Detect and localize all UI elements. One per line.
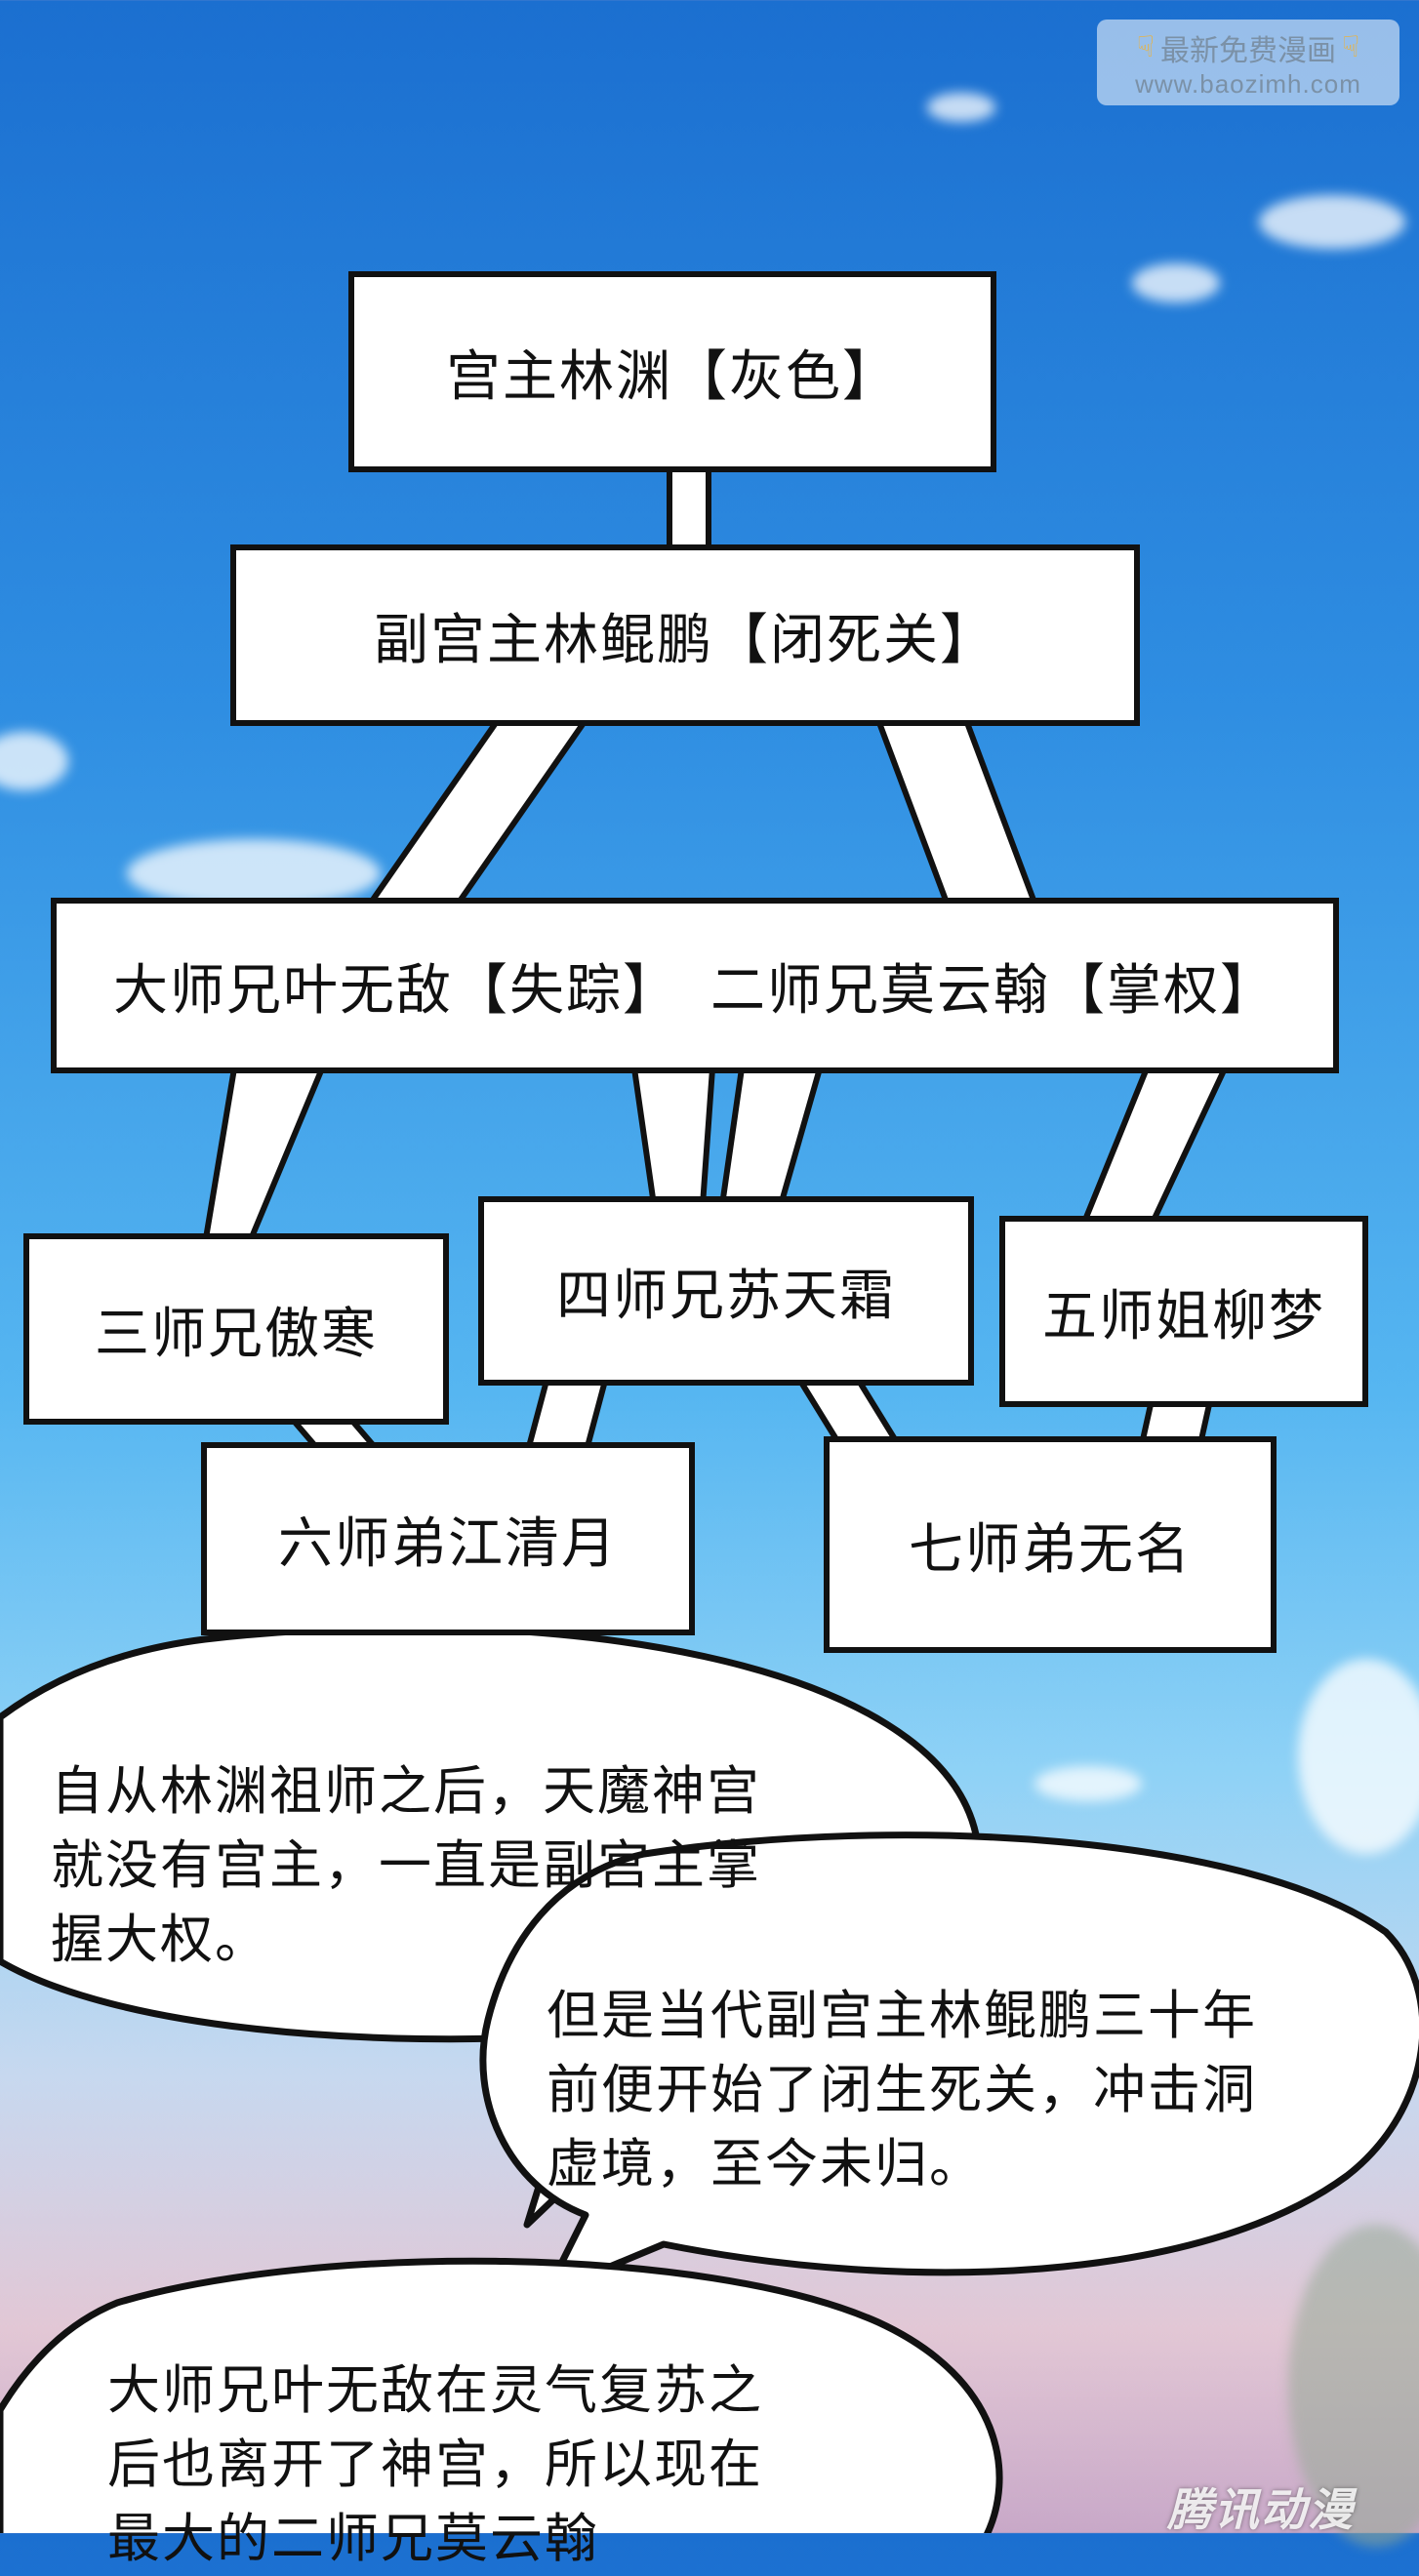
speech-bubble-3 <box>0 2257 1003 2533</box>
node-vice-master: 副宫主林鲲鹏【闭死关】 <box>230 544 1140 726</box>
node-sixth-brother-label: 六师弟江清月 <box>278 1511 618 1576</box>
connector-second-fourth <box>719 1066 823 1208</box>
node-palace-master: 宫主林渊【灰色】 <box>348 271 996 472</box>
node-third-brother: 三师兄傲寒 <box>23 1233 449 1425</box>
connector-right <box>875 717 1037 906</box>
connector-second-fifth <box>1080 1066 1228 1228</box>
watermark-line2: www.baozimh.com <box>1135 68 1361 99</box>
pointing-hand-icon: ☟ <box>1342 31 1360 63</box>
watermark-line1: 最新免费漫画 <box>1160 34 1336 67</box>
connector-first-third <box>202 1066 325 1247</box>
node-fourth-brother: 四师兄苏天霜 <box>478 1196 974 1386</box>
speech-bubble-2 <box>479 1831 1419 2297</box>
node-fifth-sister-label: 五师姐柳梦 <box>1042 1284 1325 1348</box>
connector-fourth-seventh <box>797 1378 901 1447</box>
bubble-2-text: 但是当代副宫主林鲲鹏三十年 前便开始了闭生死关，冲击洞 虚境，至今未归。 <box>547 1985 1257 2194</box>
node-first-brother-label: 大师兄叶无敌【失踪】 <box>113 958 679 1023</box>
pointing-hand-icon: ☟ <box>1136 31 1155 63</box>
node-fourth-brother-label: 四师兄苏天霜 <box>556 1264 896 1328</box>
node-palace-master-label: 宫主林渊【灰色】 <box>446 344 899 409</box>
node-seventh-brother: 七师弟无名 <box>824 1436 1277 1653</box>
node-senior-brothers: 大师兄叶无敌【失踪】 二师兄莫云翰【掌权】 <box>51 898 1339 1073</box>
watermark-badge: ☟ 最新免费漫画 ☟ www.baozimh.com <box>1097 20 1399 105</box>
connector-first-fourth <box>631 1066 715 1208</box>
bubble-1-text: 自从林渊祖师之后，天魔神宫 就没有宫主，一直是副宫主掌 握大权。 <box>51 1760 761 1970</box>
connector-left <box>368 717 588 906</box>
bubble-3-text: 大师兄叶无敌在灵气复苏之 后也离开了神宫，所以现在 最大的二师兄莫云翰 <box>107 2359 763 2569</box>
connector-top <box>667 463 711 557</box>
node-vice-master-label: 副宫主林鲲鹏【闭死关】 <box>374 608 996 672</box>
node-sixth-brother: 六师弟江清月 <box>201 1442 695 1635</box>
node-second-brother-label: 二师兄莫云翰【掌权】 <box>710 958 1277 1023</box>
node-seventh-brother-label: 七师弟无名 <box>909 1517 1192 1582</box>
node-fifth-sister: 五师姐柳梦 <box>999 1216 1368 1407</box>
publisher-logo: 腾讯动漫 <box>1167 2483 1355 2536</box>
node-third-brother-label: 三师兄傲寒 <box>95 1302 378 1366</box>
